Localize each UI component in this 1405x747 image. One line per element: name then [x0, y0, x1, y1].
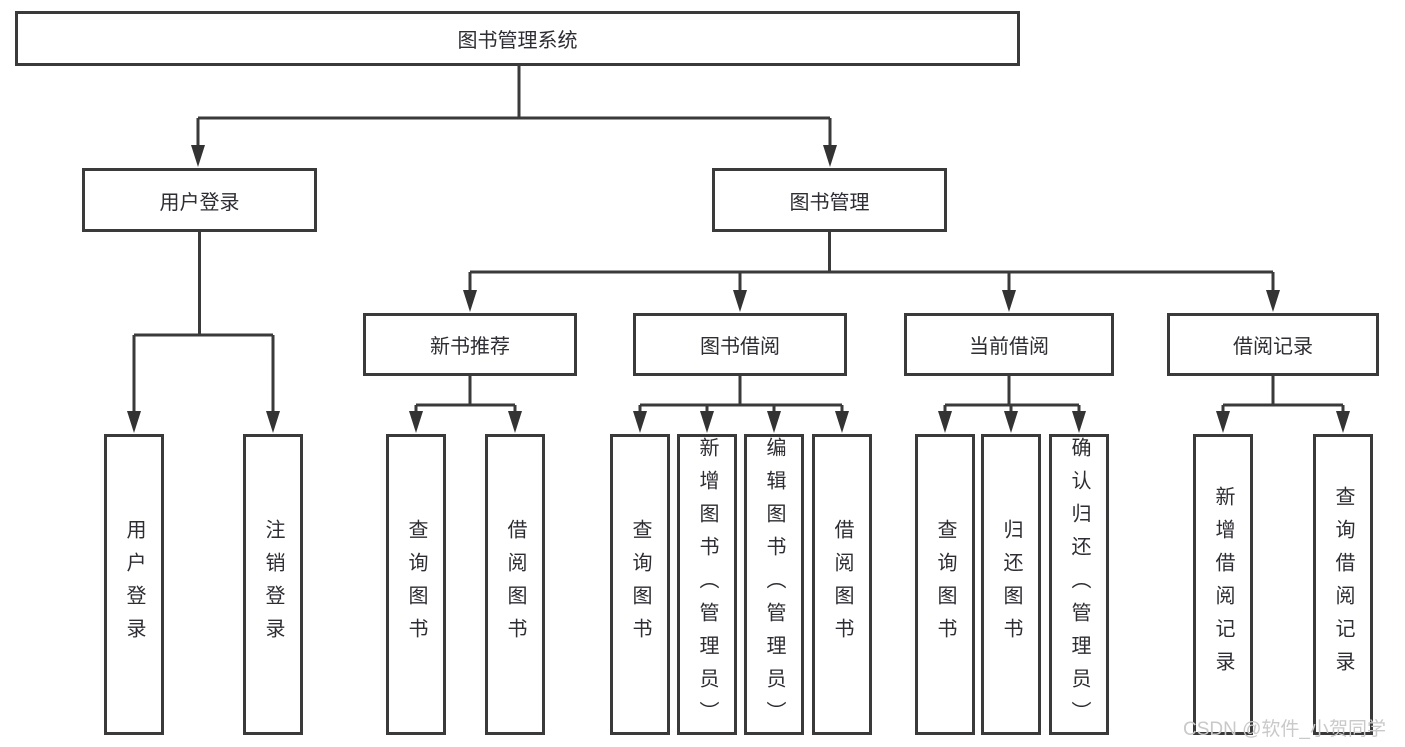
- leaf-add-borrow-record: 新增借阅记录: [1193, 434, 1253, 735]
- leaf-query-books-1: 查询图书: [386, 434, 446, 735]
- node-current-borrowing: 当前借阅: [904, 313, 1114, 376]
- leaf-add-books-admin: 新增图书（管理员）: [677, 434, 737, 735]
- connector-user-login: [132, 232, 275, 415]
- connector-borrow-records: [1221, 376, 1345, 415]
- connector-root: [196, 66, 832, 149]
- connector-book-borrow: [638, 376, 844, 415]
- connector-current-borrow: [943, 376, 1081, 415]
- node-book-borrowing: 图书借阅: [633, 313, 847, 376]
- leaf-query-books-3: 查询图书: [915, 434, 975, 735]
- arrowheads: [127, 145, 1350, 433]
- leaf-edit-books-admin: 编辑图书（管理员）: [744, 434, 804, 735]
- leaf-confirm-return-admin: 确认归还（管理员）: [1049, 434, 1109, 735]
- leaf-user-login: 用户登录: [104, 434, 164, 735]
- node-new-book-recommendation: 新书推荐: [363, 313, 577, 376]
- connector-new-book-rec: [414, 376, 517, 415]
- connector-book-management: [468, 232, 1275, 294]
- leaf-query-books-2: 查询图书: [610, 434, 670, 735]
- node-root: 图书管理系统: [15, 11, 1020, 66]
- node-book-management: 图书管理: [712, 168, 947, 232]
- leaf-query-borrow-record: 查询借阅记录: [1313, 434, 1373, 735]
- node-borrowing-records: 借阅记录: [1167, 313, 1379, 376]
- leaf-logout: 注销登录: [243, 434, 303, 735]
- csdn-watermark: CSDN @软件_小贺同学: [1183, 719, 1386, 740]
- node-user-login: 用户登录: [82, 168, 317, 232]
- leaf-return-books: 归还图书: [981, 434, 1041, 735]
- leaf-borrow-books-1: 借阅图书: [485, 434, 545, 735]
- leaf-borrow-books-2: 借阅图书: [812, 434, 872, 735]
